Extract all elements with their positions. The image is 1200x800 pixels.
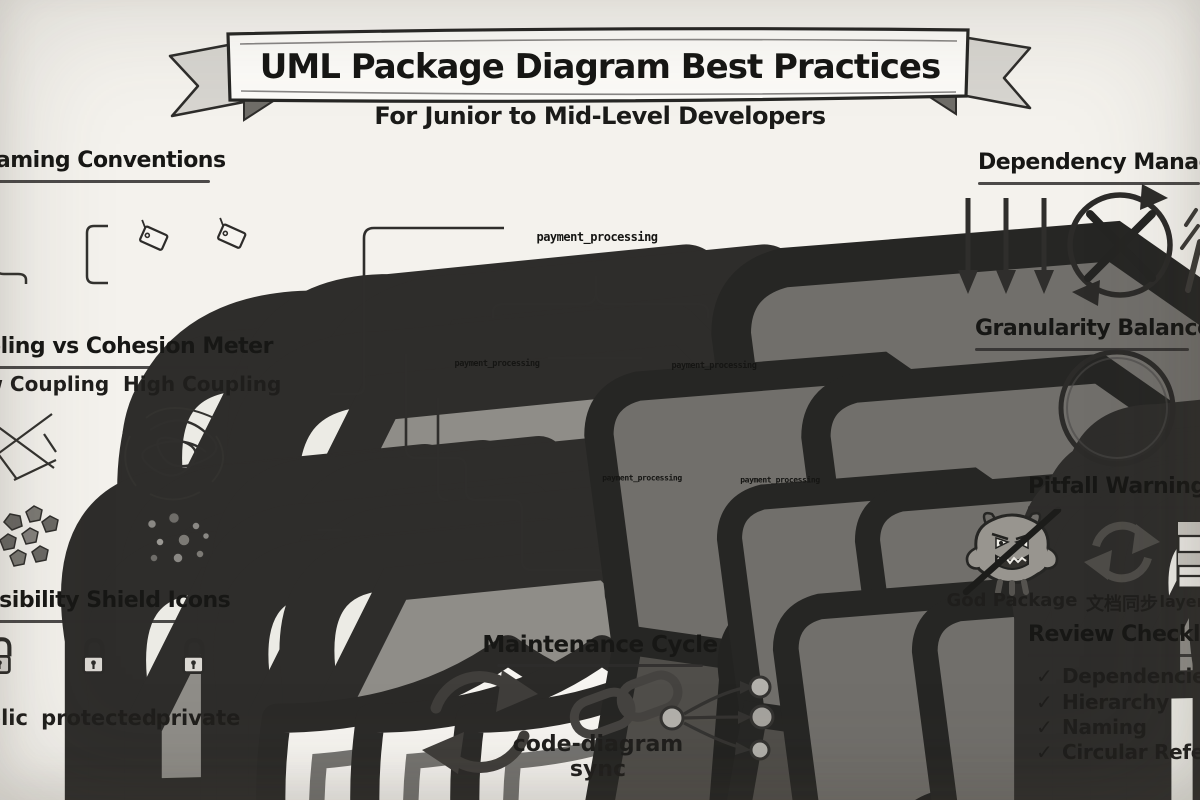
banner-title: UML Package Diagram Best Practices [259,47,941,87]
coupling-heading-underline [0,366,248,369]
naming-heading-underline [0,180,210,183]
layer-label: layer [1159,592,1200,611]
check-icon: ✓ [1036,690,1053,714]
coupling-lines [0,413,57,481]
public-label: public [0,706,28,730]
check-icon: ✓ [1036,715,1053,739]
maintenance-heading-underline [497,664,703,667]
checklist-heading-underline [1028,654,1200,657]
package-label-root: payment_processing [536,230,658,244]
closed-lock-icon [82,638,105,674]
connector-line [0,272,28,284]
package-label: payment_processing [671,361,757,371]
package-label: payment_processing [740,475,820,485]
doc-sync-label: 文档同步 [1086,594,1158,615]
protected-label: protected [41,706,157,730]
pitfalls-heading-underline [1028,506,1200,509]
checklist-item: ✓Dependencies [1036,664,1200,688]
open-lock-icon [0,637,12,674]
shield-protected [82,638,841,800]
sync-caption-line1: code-diagram [512,732,684,757]
visibility-heading: Visibility Shield Icons [0,588,231,613]
sync-caption-line2: sync [569,757,627,782]
check-icon: ✓ [1036,740,1053,764]
dependency-heading: Dependency Management [978,150,1200,175]
pencil-icon [1180,208,1200,293]
naming-heading: Naming Conventions [0,148,226,173]
granularity-heading-underline [975,348,1189,351]
layer-stack-icon [1176,520,1200,590]
naming-conventions-sketch [0,217,1200,800]
low-coupling-sketch [0,413,1140,800]
granularity-heading: Granularity Balance [975,316,1200,341]
checklist-heading: Review Checklist [1028,622,1200,647]
high-coupling-label: High Coupling [123,372,282,396]
name-tag-icon [217,217,247,249]
closed-lock-icon [182,638,205,674]
package-label: payment_processing [602,473,682,483]
sync-arrows-icon [1084,521,1160,583]
private-label: private [155,706,241,730]
checklist-item: ✓Circular References [1036,740,1200,764]
banner-subtitle: For Junior to Mid-Level Developers [374,102,826,130]
coupling-heading: Coupling vs Cohesion Meter [0,334,273,359]
checklist-item: ✓Naming [1036,715,1147,739]
low-coupling-label: Low Coupling [0,372,110,396]
coupling-arcs [124,407,224,501]
no-circular-dependency-icon [1067,184,1173,306]
shield-public [0,637,747,800]
cohesion-dots-clustered [0,505,59,567]
downward-arrows-icon [958,198,1054,294]
bracket-connector [85,224,108,285]
chain-link-icon [569,670,683,739]
visibility-heading-underline [0,620,234,623]
monster-ban-icon [962,506,1062,596]
ribbon-band [226,27,970,103]
shield-private [182,638,941,800]
ribbon-inner-lines [239,38,958,96]
maintenance-heading: Maintenance Cycle [482,632,718,658]
dependency-heading-underline [978,182,1200,185]
package-tree-sketch [318,226,1200,800]
tangle-scribble [141,419,218,477]
banner-ribbon [168,27,1032,122]
cycle-arrows-icon [422,670,538,774]
check-icon: ✓ [1036,664,1053,688]
balanced-packages-icon [1058,349,1176,467]
pitfalls-heading: Pitfall Warnings [1028,474,1200,499]
cohesion-dots-scattered [146,511,211,564]
god-package-label: God Package [946,590,1078,611]
fanout-icon [659,675,775,761]
name-tag-icon [139,219,169,251]
checklist-item: ✓Hierarchy [1036,690,1169,714]
package-label: payment_processing [454,359,540,369]
high-coupling-sketch [124,407,1194,800]
